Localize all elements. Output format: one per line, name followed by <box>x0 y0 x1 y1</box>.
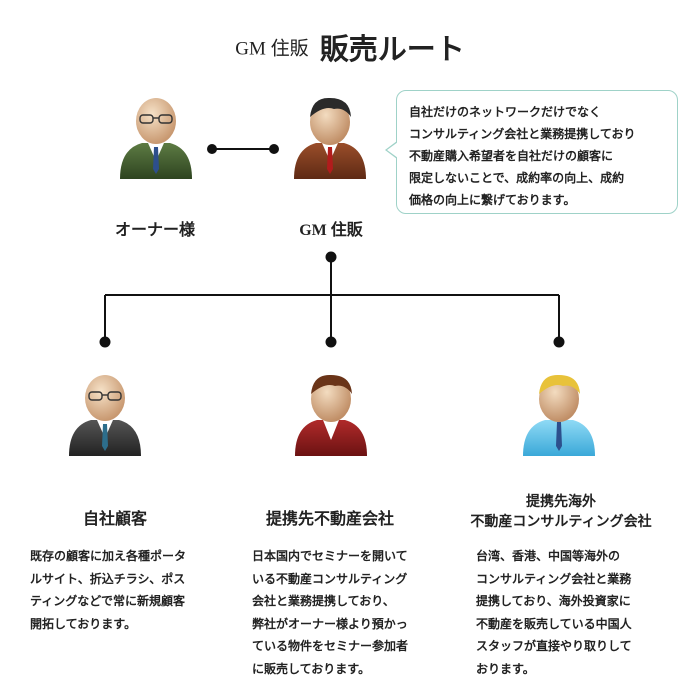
title-main: 販売ルート <box>319 32 465 66</box>
description-line: 不動産を販売している中国人 <box>476 616 632 631</box>
bubble-line: 不動産購入希望者を自社だけの顧客に <box>409 149 614 163</box>
description-line: 台湾、香港、中国等海外の <box>476 549 621 563</box>
gm-link-dot <box>269 144 279 154</box>
bubble-line: 価格の向上に繋げております。 <box>409 193 576 207</box>
bubble-line: コンサルティング会社と業務提携しており <box>409 127 636 141</box>
own-customers-person-icon <box>63 372 147 456</box>
gm-label: GM 住販 <box>299 222 363 239</box>
description-line: ティングなどで常に新規顧客 <box>30 594 186 608</box>
description-line: 開拓しております。 <box>30 616 137 631</box>
owner-person-icon <box>114 95 198 179</box>
own-customers-dot <box>99 336 111 348</box>
gm-speech-bubble: 自社だけのネットワークだけでなく コンサルティング会社と業務提携しており 不動産… <box>385 90 678 214</box>
description-line: 会社と業務提携しており、 <box>252 594 395 608</box>
diagram-title: GM 住販 販売ルート <box>0 26 700 68</box>
description-line: 日本国内でセミナーを開いて <box>252 549 408 563</box>
gm-trunk-dot <box>325 251 337 263</box>
description-line: スタッフが直接やり取りして <box>476 639 632 653</box>
own-customers-label: 自社顧客 <box>82 509 147 528</box>
partner-overseas-description: 台湾、香港、中国等海外の コンサルティング会社と業務 提携しており、海外投資家に… <box>476 545 672 680</box>
partner-domestic-person-icon <box>289 372 373 456</box>
partner-domestic-label: 提携先不動産会社 <box>265 509 394 528</box>
partner-overseas-person-icon <box>517 372 601 456</box>
owner-label: オーナー様 <box>114 220 195 239</box>
description-line: に販売しております。 <box>252 661 371 676</box>
partner-overseas-dot <box>553 336 565 348</box>
description-line: コンサルティング会社と業務 <box>476 571 632 586</box>
partner-overseas-label-line: 不動産コンサルティング会社 <box>470 514 652 530</box>
owner-link-dot <box>207 144 217 154</box>
description-line: 弊社がオーナー様より預かっ <box>252 616 408 631</box>
description-line: いる不動産コンサルティング <box>252 571 408 586</box>
title-brand: GM 住販 <box>235 38 309 60</box>
description-line: おります。 <box>476 661 535 676</box>
description-line: 提携しており、海外投資家に <box>476 594 631 608</box>
description-line: ている物件をセミナー参加者 <box>252 639 409 653</box>
description-line: 既存の顧客に加え各種ポータ <box>30 549 187 563</box>
description-line: ルサイト、折込チラシ、ポス <box>30 571 186 586</box>
partner-overseas-label: 提携先海外 不動産コンサルティング会社 <box>448 492 674 532</box>
partner-domestic-description: 日本国内でセミナーを開いて いる不動産コンサルティング 会社と業務提携しており、… <box>252 545 436 680</box>
partner-domestic-dot <box>325 336 337 348</box>
gm-person-icon <box>288 95 372 179</box>
bubble-line: 限定しないことで、成約率の向上、成約 <box>409 171 625 185</box>
own-customers-description: 既存の顧客に加え各種ポータ ルサイト、折込チラシ、ポス ティングなどで常に新規顧… <box>30 545 220 635</box>
bubble-line: 自社だけのネットワークだけでなく <box>409 105 602 119</box>
partner-overseas-label-line: 提携先海外 <box>526 494 596 510</box>
